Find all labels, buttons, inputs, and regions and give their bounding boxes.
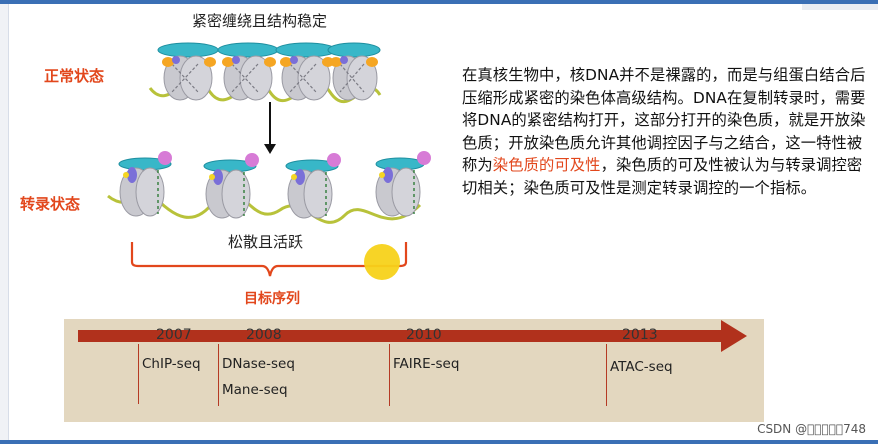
nucleosome-compact-1	[157, 42, 219, 101]
nucleosome-compact-4	[327, 42, 381, 101]
loose-active-label: 松散且活跃	[228, 233, 304, 251]
transcription-state-label: 转录状态	[20, 195, 81, 213]
method-chip-seq: ChIP-seq	[142, 356, 201, 372]
method-mane-seq: Mane-seq	[222, 382, 288, 398]
year-2013: 2013	[622, 327, 658, 343]
tick-2008	[218, 344, 219, 406]
target-sequence-label: 目标序列	[244, 291, 300, 307]
nucleosome-open-1	[118, 151, 172, 217]
chromatin-diagram	[107, 42, 431, 280]
top-right-strip	[802, 4, 878, 10]
normal-state-label: 正常状态	[44, 67, 105, 85]
csdn-watermark: CSDN @     748	[757, 422, 866, 436]
timeline-arrow-head	[721, 320, 747, 352]
transition-arrow	[264, 102, 276, 154]
compact-structure-title: 紧密缠绕且结构稳定	[192, 12, 328, 30]
nucleosome-open-3	[285, 153, 341, 219]
timeline-arrow-shaft	[78, 330, 724, 342]
tick-2007	[138, 344, 139, 404]
tick-2010	[389, 344, 390, 406]
method-faire-seq: FAIRE-seq	[393, 356, 460, 372]
top-frame-bar	[0, 0, 878, 4]
method-dnase-seq: DNase-seq	[222, 356, 295, 372]
nucleosome-open-2	[203, 153, 259, 219]
description-part-2: ，染色质的可及性被认为与转录调控密切相关；染色质可及性是测定转录调控的一个指标。	[462, 156, 863, 197]
year-2010: 2010	[406, 327, 442, 343]
description-highlight: 染色质的可及性	[492, 156, 601, 175]
left-frame-bar	[0, 4, 9, 440]
compact-chromatin	[148, 42, 382, 103]
description-part-1: 在真核生物中，核DNA并不是裸露的，而是与组蛋白结合后压缩形成紧密的染色体高级结…	[462, 66, 866, 175]
nucleosome-compact-3	[275, 42, 337, 101]
nucleosome-open-4	[375, 151, 431, 217]
method-atac-seq: ATAC-seq	[610, 359, 673, 375]
nucleosome-compact-2	[217, 42, 279, 101]
open-chromatin	[107, 151, 431, 224]
cursor-highlight	[364, 244, 400, 280]
year-2007: 2007	[156, 327, 192, 343]
target-bracket	[130, 242, 408, 277]
year-2008: 2008	[246, 327, 282, 343]
bottom-frame-bar	[0, 440, 878, 444]
tick-2013	[606, 344, 607, 406]
description-paragraph: 在真核生物中，核DNA并不是裸露的，而是与组蛋白结合后压缩形成紧密的染色体高级结…	[462, 64, 870, 200]
